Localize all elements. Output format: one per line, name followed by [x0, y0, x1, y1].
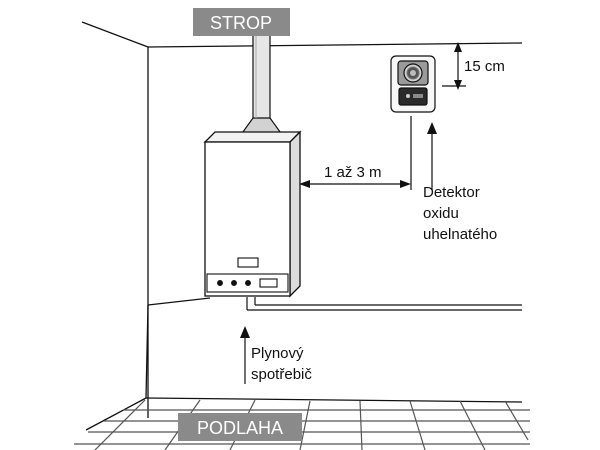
dimension-15cm — [442, 42, 466, 90]
flue-pipe — [238, 21, 285, 137]
detector-pointer-arrow — [427, 122, 437, 190]
room-outline — [81, 21, 523, 431]
horizontal-distance-label: 1 až 3 m — [324, 164, 382, 181]
ceiling-distance-label: 15 cm — [464, 58, 505, 75]
gas-boiler-icon — [203, 130, 302, 298]
detector-label-line3: uhelnatého — [423, 226, 497, 243]
co-detector-icon — [390, 55, 436, 113]
appliance-label-line2: spotřebič — [251, 366, 312, 383]
appliance-label-line1: Plynový — [251, 345, 304, 362]
detector-label-line1: Detektor — [423, 184, 480, 201]
dimension-1-3m — [299, 116, 412, 190]
floor-banner: PODLAHA — [178, 413, 302, 441]
floor-label: PODLAHA — [197, 418, 283, 438]
ceiling-label: STROP — [210, 13, 272, 33]
ceiling-banner: STROP — [193, 8, 290, 36]
gas-pipe — [246, 297, 522, 311]
appliance-pointer-arrow — [240, 326, 250, 384]
detector-label-line2: oxidu — [423, 205, 459, 222]
